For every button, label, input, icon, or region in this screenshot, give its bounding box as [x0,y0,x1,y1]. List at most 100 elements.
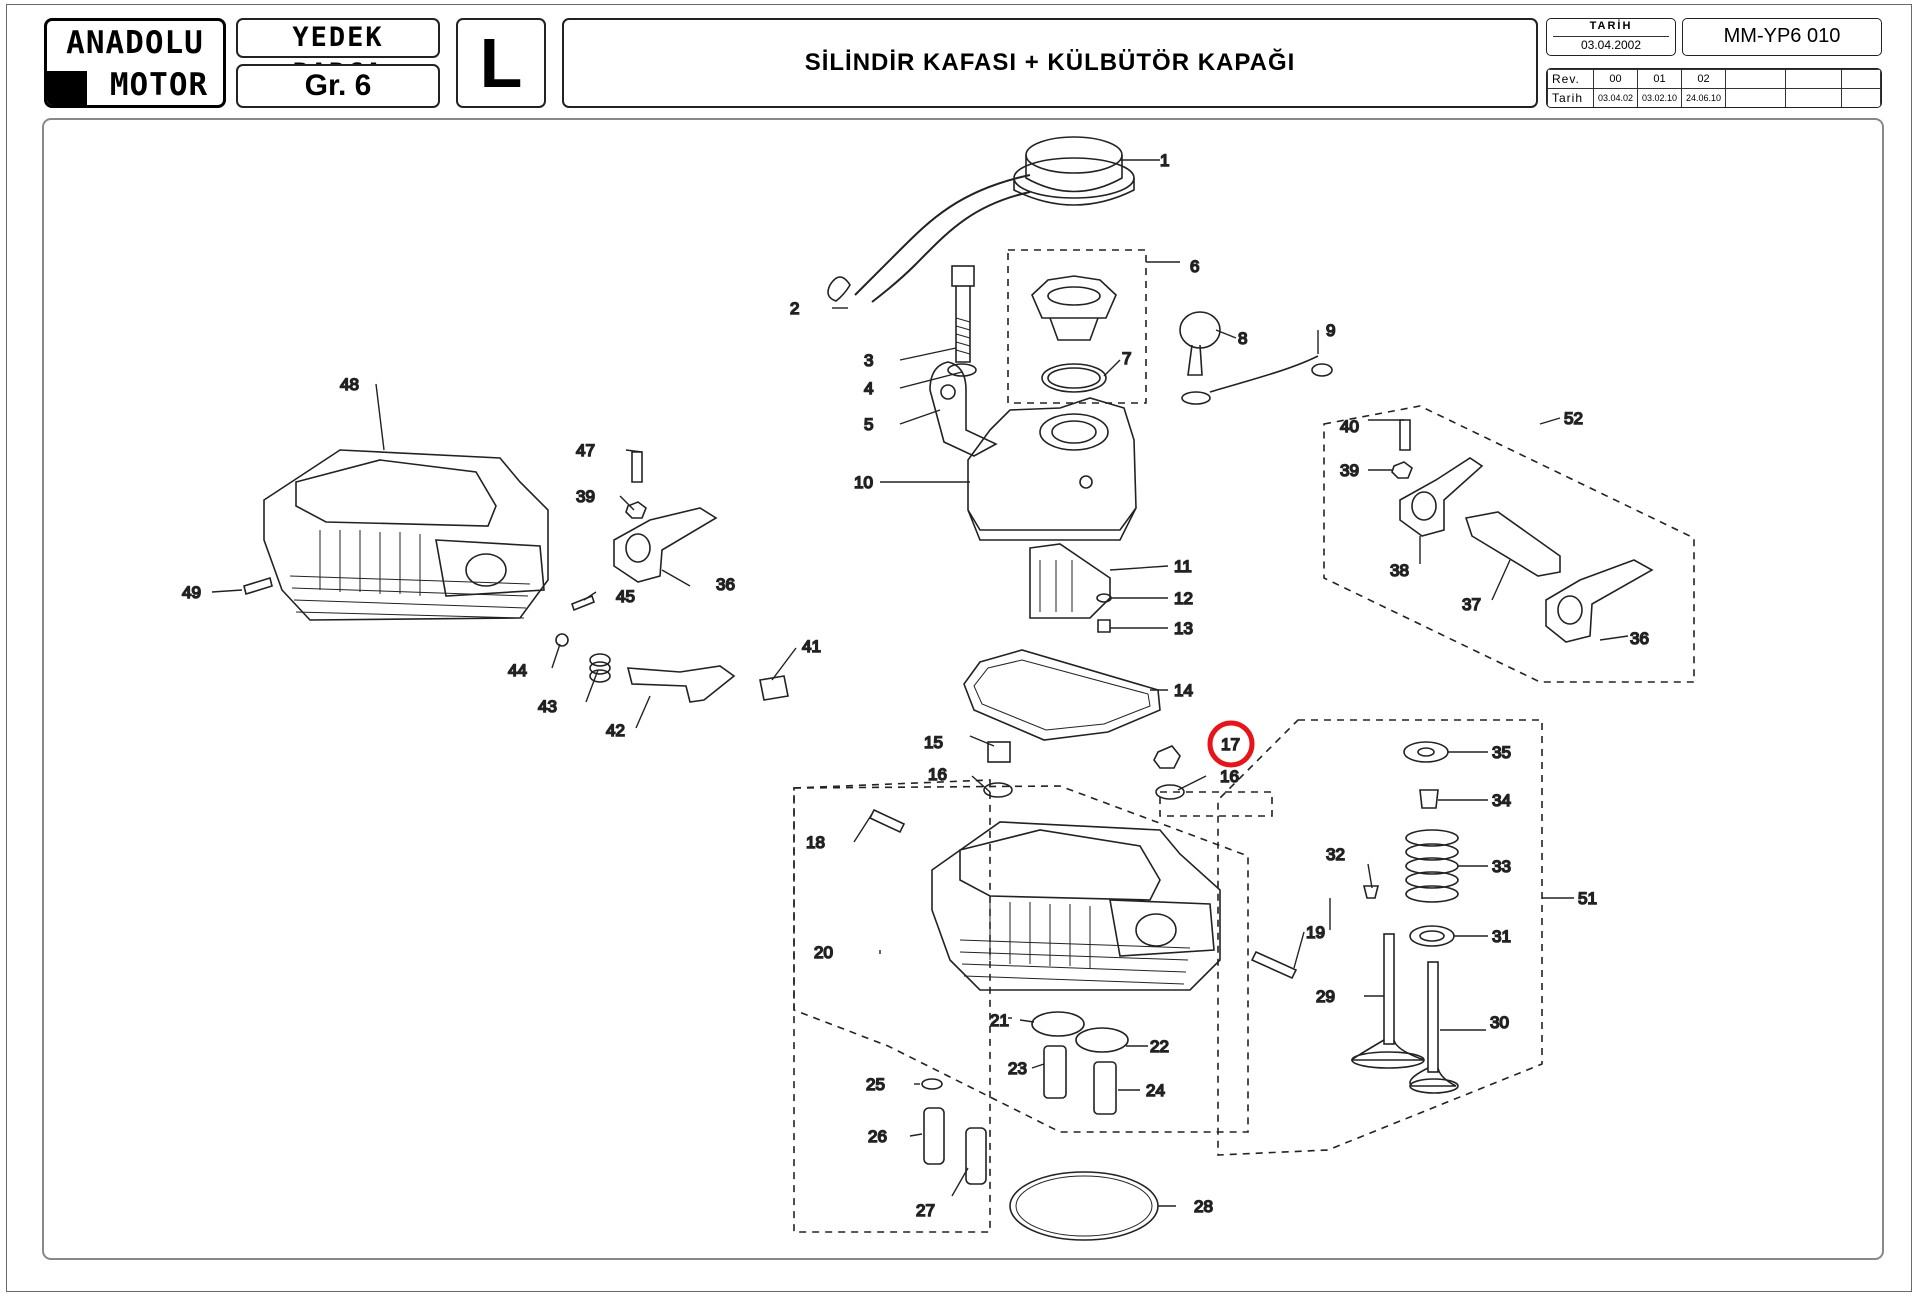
group-outline-20 [793,785,1249,1133]
revision-row-dates: Tarih 03.04.02 03.02.10 24.06.10 [1547,88,1881,107]
callout-label: 22 [1150,1037,1169,1056]
screw-49 [243,576,273,596]
leader-lines [211,159,1629,1207]
bolt-shank [955,286,971,363]
date-divider [1553,36,1669,37]
stud-18 [868,808,906,834]
cylinder-head-main [931,821,1221,991]
retainer-35 [1403,741,1449,763]
clip-44 [555,633,569,647]
callout-label: 5 [864,415,873,434]
group-label: Gr. 6 [304,69,372,102]
nut-39-left [625,501,647,519]
drawing-area [42,118,1884,1260]
callout-label: 32 [1326,845,1345,864]
callout-label: 3 [864,351,873,370]
callout-label: 9 [1326,321,1335,340]
circlip-25 [921,1078,943,1090]
logo-black-square [47,71,87,105]
callout-label: 19 [1306,923,1325,942]
keeper-34 [1419,789,1439,809]
callout-label: 28 [1194,1197,1213,1216]
rev-empty-cell [1841,88,1881,107]
valve-29 [1351,933,1425,1069]
callout-label: 37 [1462,595,1481,614]
dipstick [1179,311,1333,405]
callout-label: 18 [806,833,825,852]
callout-label: 36 [716,575,735,594]
o-ring-7 [1041,363,1107,393]
dowel-26 [923,1107,945,1165]
callout-label: 33 [1492,857,1511,876]
washer-16-left [983,782,1013,798]
logo-line-2: MOTOR [109,67,209,103]
callout-label: 1 [1160,151,1169,170]
valve-spring-33 [1405,829,1459,903]
callout-label: 16 [928,765,947,784]
breather-hose-inner [871,191,1031,303]
rocker-arm-38 [1399,457,1484,537]
nut-17 [1153,745,1181,769]
breather-hose [854,174,1031,296]
breather-cap [1013,136,1135,206]
washer-16-right [1155,784,1185,800]
seat-ring-22 [1075,1027,1129,1053]
group-outline-16-17 [1159,791,1273,817]
letter-label: L [479,24,523,102]
seat-ring-21 [1031,1011,1085,1037]
bracket-5 [929,361,998,457]
callout-label: 39 [576,487,595,506]
group-outline-18-27 [793,779,991,1233]
rocker-shaft-37 [1464,511,1561,577]
hose-clamp [827,276,851,302]
callout-label: 48 [340,375,359,394]
group-label-box: Gr. 6 [236,64,440,108]
revision-table: Rev. 00 01 02 Tarih 03.04.02 03.02.10 24… [1546,68,1882,108]
callout-label: 24 [1146,1081,1165,1100]
callout-label: 21 [990,1011,1009,1030]
pad-41 [759,675,789,701]
group-outline-6 [1007,249,1147,404]
spring-43 [589,653,611,683]
callout-label: 26 [868,1127,887,1146]
callout-label: 35 [1492,743,1511,762]
rev-number: 00 [1593,69,1638,89]
rocker-stud-40 [1399,419,1411,451]
callout-label: 29 [1316,987,1335,1006]
callout-label: 44 [508,661,527,680]
title-box: SİLİNDİR KAFASI + KÜLBÜTÖR KAPAĞI [562,18,1538,108]
nut-15 [987,741,1011,763]
callout-label: 47 [576,441,595,460]
callout-label: 51 [1578,889,1597,908]
callout-label: 23 [1008,1059,1027,1078]
oil-filler-cap [1031,275,1117,393]
callout-label: 34 [1492,791,1511,810]
pin-45 [571,594,595,612]
logo-line-1: ANADOLU [66,25,204,61]
callout-label: 39 [1340,461,1359,480]
callout-label: 17 [1221,735,1240,754]
callout-label: 49 [182,583,201,602]
callout-label: 8 [1238,329,1247,348]
callout-label: 52 [1564,409,1583,428]
doc-code: MM-YP6 010 [1723,25,1841,47]
callout-label: 12 [1174,589,1193,608]
callout-label: 41 [802,637,821,656]
anadolu-motor-logo: ANADOLU MOTOR [44,18,226,108]
callout-label: 36 [1630,629,1649,648]
baffle-plate-11 [1029,543,1111,619]
rocker-arm-36-right [1545,559,1654,643]
callout-label: 31 [1492,927,1511,946]
bolt-threads [955,317,971,355]
group-outlines [793,249,1695,1233]
stud-19 [1250,950,1298,980]
lever-shaft-42 [626,665,736,703]
valve-cover [967,397,1137,541]
cylinder-head-left [263,449,549,621]
callout-label: 14 [1174,681,1193,700]
page-title: SİLİNDİR KAFASI + KÜLBÜTÖR KAPAĞI [804,49,1296,76]
bolt-head [951,265,975,287]
callout-label: 25 [866,1075,885,1094]
callout-label: 40 [1340,417,1359,436]
